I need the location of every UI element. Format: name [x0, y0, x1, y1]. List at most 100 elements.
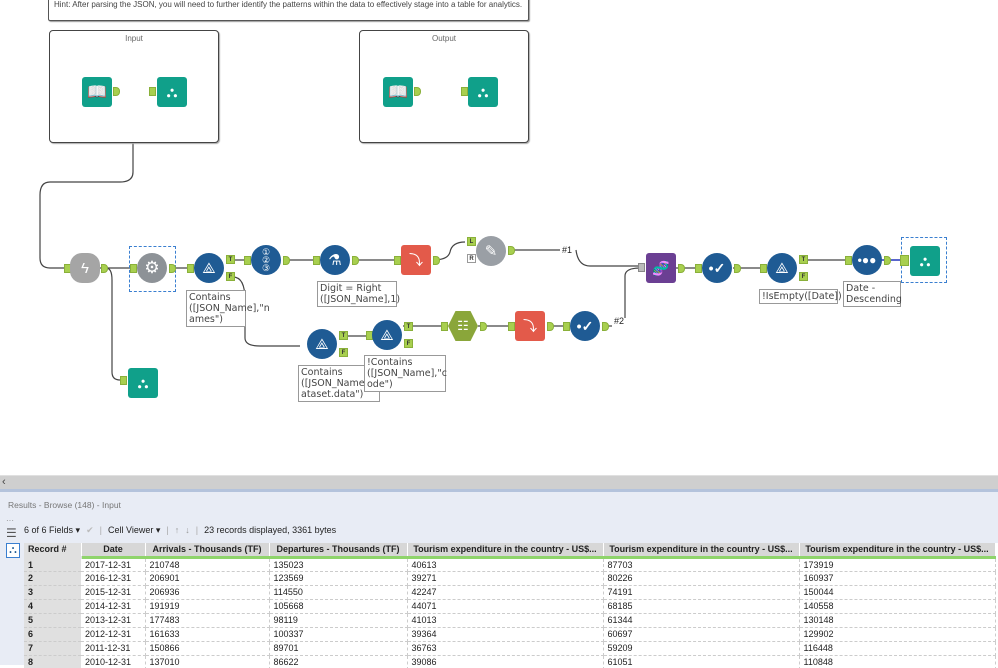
table-cell[interactable]: 2016-12-31	[81, 571, 146, 586]
input-data-tool[interactable]: 📖	[82, 77, 112, 107]
select-tool[interactable]: •✓	[570, 311, 600, 341]
table-cell[interactable]: 2014-12-31	[81, 599, 146, 614]
table-cell[interactable]: 2012-12-31	[81, 627, 146, 642]
table-cell[interactable]: 60697	[603, 627, 800, 642]
input-anchor[interactable]	[244, 256, 251, 265]
table-cell[interactable]: 2015-12-31	[81, 585, 146, 600]
column-header[interactable]: Departures - Thousands (TF)	[269, 543, 408, 559]
table-cell[interactable]: 2017-12-31	[81, 557, 146, 572]
workflow-canvas[interactable]: Hint: After parsing the JSON, you will n…	[0, 0, 998, 475]
table-cell[interactable]: 61344	[603, 613, 800, 628]
output-anchor[interactable]	[734, 264, 741, 273]
table-cell[interactable]: 59209	[603, 641, 800, 656]
table-cell[interactable]: 98119	[269, 613, 408, 628]
table-cell[interactable]: 206936	[145, 585, 270, 600]
true-anchor[interactable]: T	[404, 322, 413, 331]
output-anchor[interactable]	[101, 264, 108, 273]
output-anchor[interactable]	[414, 87, 421, 96]
table-cell[interactable]: 129902	[799, 627, 996, 642]
results-grid[interactable]: Record # Date Arrivals - Thousands (TF) …	[24, 543, 998, 668]
table-cell[interactable]: 137010	[145, 655, 270, 668]
table-cell[interactable]: 87703	[603, 557, 800, 572]
table-cell[interactable]: 61051	[603, 655, 800, 668]
filter-tool-names[interactable]: ⟁	[194, 253, 224, 283]
column-header[interactable]: Date	[81, 543, 146, 559]
input-anchor[interactable]	[441, 322, 448, 331]
browse-tool-parse[interactable]: ⛬	[128, 368, 158, 398]
output-anchor[interactable]	[602, 322, 609, 331]
record-number-cell[interactable]: 6	[24, 627, 81, 642]
table-cell[interactable]: 110848	[799, 655, 996, 668]
record-number-cell[interactable]: 5	[24, 613, 81, 628]
output-anchor[interactable]	[480, 322, 487, 331]
left-anchor[interactable]: L	[467, 237, 476, 246]
select-tool-2[interactable]: •✓	[702, 253, 732, 283]
browse-tool[interactable]: ⛬	[157, 77, 187, 107]
output-input-data-tool[interactable]: 📖	[383, 77, 413, 107]
table-cell[interactable]: 40613	[407, 557, 604, 572]
true-anchor[interactable]: T	[799, 255, 808, 264]
false-anchor[interactable]: F	[339, 348, 348, 357]
checkmark-icon[interactable]: ✔	[86, 524, 94, 535]
input-anchor[interactable]	[563, 322, 570, 331]
table-cell[interactable]: 206901	[145, 571, 270, 586]
sort-tool[interactable]: •●●	[852, 245, 882, 275]
record-number-cell[interactable]: 4	[24, 599, 81, 614]
table-cell[interactable]: 191919	[145, 599, 270, 614]
input-anchor[interactable]	[394, 256, 401, 265]
filter-tool-code[interactable]: ⟁	[372, 320, 402, 350]
output-browse-tool[interactable]: ⛬	[468, 77, 498, 107]
output-anchor[interactable]	[433, 256, 440, 265]
input-anchor[interactable]	[149, 87, 156, 96]
table-cell[interactable]: 150866	[145, 641, 270, 656]
horizontal-scrollbar[interactable]: ‹	[0, 475, 998, 489]
false-anchor[interactable]: F	[226, 272, 235, 281]
right-anchor[interactable]: R	[467, 254, 476, 263]
table-cell[interactable]: 89701	[269, 641, 408, 656]
cell-viewer-select[interactable]: Cell Viewer ▾	[107, 524, 161, 535]
join-tool[interactable]: ✎	[476, 236, 506, 266]
formula-tool[interactable]: ⚗	[320, 245, 350, 275]
record-number-cell[interactable]: 1	[24, 557, 81, 572]
browse-tool-final[interactable]: ⛬	[910, 246, 940, 276]
table-cell[interactable]: 39086	[407, 655, 604, 668]
input-anchor[interactable]	[461, 87, 468, 96]
table-cell[interactable]: 135023	[269, 557, 408, 572]
input-anchor[interactable]	[508, 322, 515, 331]
record-number-cell[interactable]: 3	[24, 585, 81, 600]
output-anchor[interactable]	[547, 322, 554, 331]
union-tool[interactable]: 🧬	[646, 253, 676, 283]
output-anchor[interactable]	[113, 87, 120, 96]
column-header[interactable]: Arrivals - Thousands (TF)	[145, 543, 270, 559]
true-anchor[interactable]: T	[226, 255, 235, 264]
table-cell[interactable]: 42247	[407, 585, 604, 600]
cross-tab-tool[interactable]: ⤵	[401, 245, 431, 275]
column-header[interactable]: Record #	[24, 543, 82, 559]
table-cell[interactable]: 44071	[407, 599, 604, 614]
output-anchor[interactable]	[283, 256, 290, 265]
column-header[interactable]: Tourism expenditure in the country - US$…	[407, 543, 604, 559]
output-anchor[interactable]	[884, 256, 891, 265]
binoculars-view-icon[interactable]: ⛬	[6, 543, 20, 558]
table-cell[interactable]: 68185	[603, 599, 800, 614]
table-cell[interactable]: 140558	[799, 599, 996, 614]
multi-input-anchor[interactable]	[638, 263, 645, 272]
table-cell[interactable]: 114550	[269, 585, 408, 600]
record-number-cell[interactable]: 7	[24, 641, 81, 656]
input-anchor[interactable]	[313, 256, 320, 265]
scroll-left-arrow[interactable]: ‹	[2, 476, 6, 488]
cross-tab-tool-2[interactable]: ⤵	[515, 311, 545, 341]
more-icon[interactable]: ···	[6, 516, 14, 525]
table-cell[interactable]: 2013-12-31	[81, 613, 146, 628]
output-anchor[interactable]	[678, 264, 685, 273]
output-anchor[interactable]	[169, 264, 176, 273]
table-cell[interactable]: 150044	[799, 585, 996, 600]
true-anchor[interactable]: T	[339, 331, 348, 340]
input-container[interactable]: Input	[49, 30, 219, 143]
input-anchor[interactable]	[900, 255, 909, 266]
input-anchor[interactable]	[845, 256, 852, 265]
